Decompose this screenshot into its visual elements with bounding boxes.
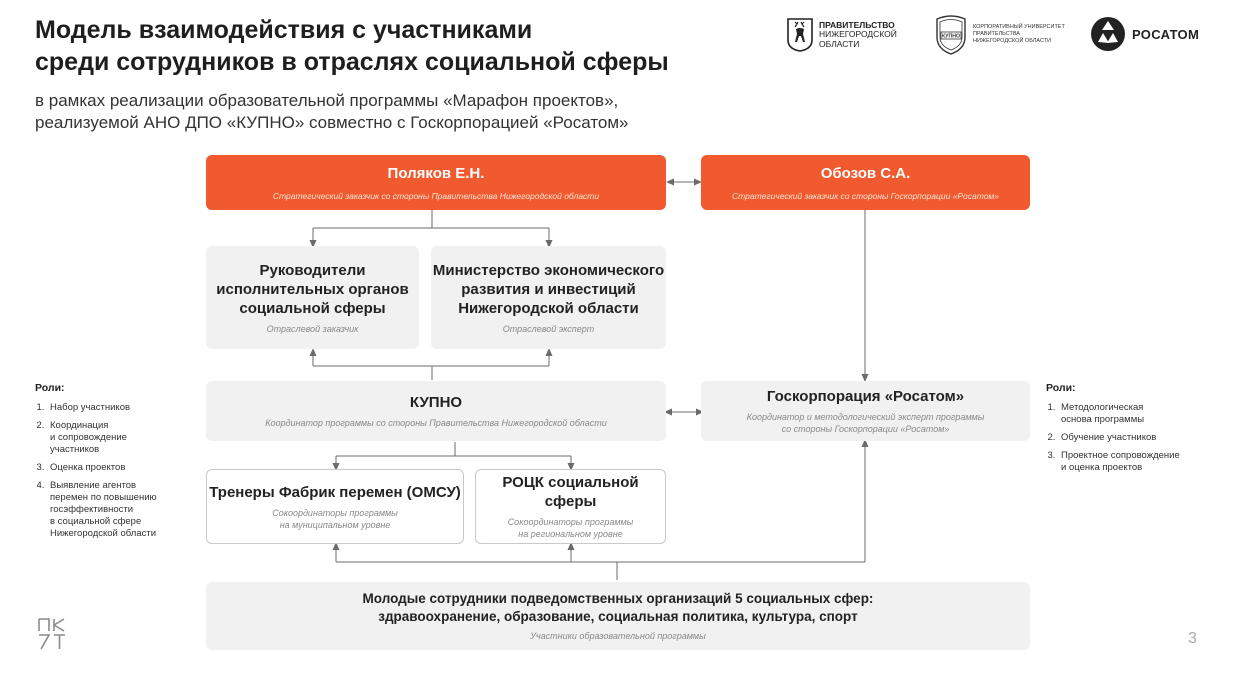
node-youth-role: Участники образовательной программы <box>530 631 706 641</box>
page-subtitle-line-1: в рамках реализации образовательной прог… <box>35 91 619 110</box>
node-trainers: Тренеры Фабрик перемен (ОМСУ) Сокоордина… <box>206 469 464 544</box>
roles-left-list: Набор участников Координация и сопровожд… <box>35 402 200 540</box>
roles-left-item: Оценка проектов <box>47 462 200 474</box>
page-number: 3 <box>1188 630 1197 647</box>
roles-right-item-line: Методологическая <box>1061 402 1144 413</box>
kupno-logo-line-3: НИЖЕГОРОДСКОЙ ОБЛАСТИ <box>973 37 1052 44</box>
deer-emblem-icon <box>787 18 813 52</box>
government-logo-line-2: НИЖЕГОРОДСКОЙ <box>819 29 897 40</box>
kupno-logo-line-2: ПРАВИТЕЛЬСТВА <box>973 30 1020 37</box>
roles-left-item: Выявление агентов перемен по повышению г… <box>47 480 200 540</box>
node-rotsk-role-line-1: Сокоординаторы программы <box>507 517 634 527</box>
page-title-line-1: Модель взаимодействия с участниками <box>35 16 533 44</box>
node-rosatom-role-line-2: со стороны Госкорпорации «Росатом» <box>781 424 950 434</box>
shield-emblem-icon: КУПНО <box>936 15 966 55</box>
node-ministry-name: Министерство экономического развития и и… <box>433 261 664 318</box>
government-logo: ПРАВИТЕЛЬСТВО НИЖЕГОРОДСКОЙ ОБЛАСТИ <box>787 16 897 54</box>
node-polyakov: Поляков Е.Н. Стратегический заказчик со … <box>206 155 666 210</box>
corner-logo-icon <box>38 618 65 650</box>
roles-left-item: Координация и сопровождение участников <box>47 420 200 456</box>
government-logo-line-1: ПРАВИТЕЛЬСТВО <box>819 19 895 30</box>
node-obozov: Обозов С.А. Стратегический заказчик со с… <box>701 155 1030 210</box>
roles-left-item-line: Нижегородской области <box>50 528 157 539</box>
roles-right-item-line: основа программы <box>1061 414 1145 425</box>
roles-right-header: Роли: <box>1046 382 1076 394</box>
kupno-logo-line-1: КОРПОРАТИВНЫЙ УНИВЕРСИТЕТ <box>973 23 1065 30</box>
roles-left-item-line: Оценка проектов <box>50 462 126 473</box>
roles-right-item-line: и оценка проектов <box>1061 462 1143 473</box>
node-trainers-name: Тренеры Фабрик перемен (ОМСУ) <box>209 483 461 501</box>
node-rosatom-role-line-1: Координатор и методологический эксперт п… <box>746 412 985 422</box>
node-youth-line-2: здравоохранение, образование, социальная… <box>378 609 858 624</box>
node-rosatom-role: Координатор и методологический эксперт п… <box>747 411 985 435</box>
node-rotsk-role: Сокоординаторы программы на региональном… <box>508 516 634 540</box>
node-rotsk-name: РОЦК социальной сферы <box>502 474 639 510</box>
node-rotsk-role-line-2: на региональном уровне <box>518 529 623 539</box>
page-title-line-2: среди сотрудников в отраслях социальной … <box>35 48 669 76</box>
page-subtitle: в рамках реализации образовательной прог… <box>35 90 629 134</box>
node-youth-line-1: Молодые сотрудники подведомственных орга… <box>362 591 874 606</box>
roles-left-item-line: перемен по повышению <box>50 492 157 503</box>
node-kupno-role: Координатор программы со стороны Правите… <box>265 418 607 428</box>
roles-left: Роли: Набор участников Координация и соп… <box>35 382 200 546</box>
roles-right-item: Методологическая основа программы <box>1058 402 1226 426</box>
node-obozov-name: Обозов С.А. <box>820 164 911 182</box>
node-polyakov-role: Стратегический заказчик со стороны Прави… <box>272 190 600 201</box>
page-subtitle-line-2: реализуемой АНО ДПО «КУПНО» совместно с … <box>35 113 629 132</box>
roles-left-item-line: Выявление агентов <box>50 480 137 491</box>
node-youth: Молодые сотрудники подведомственных орга… <box>206 582 1030 650</box>
roles-right-item-line: Проектное сопровождение <box>1061 450 1180 461</box>
roles-left-item-line: и сопровождение <box>50 432 127 443</box>
roles-left-item-line: госэффективности <box>50 504 134 515</box>
node-heads-line-2: исполнительных органов <box>216 280 409 298</box>
roles-left-item-line: в социальной сфере <box>50 516 142 527</box>
roles-right: Роли: Методологическая основа программы … <box>1046 382 1226 480</box>
roles-left-item-line: Набор участников <box>50 402 131 413</box>
roles-left-item-line: Координация <box>50 420 109 431</box>
kupno-badge-text: КУПНО <box>942 34 960 40</box>
node-obozov-role: Стратегический заказчик со стороны Госко… <box>732 190 999 201</box>
node-kupno: КУПНО Координатор программы со стороны П… <box>206 381 666 441</box>
node-ministry: Министерство экономического развития и и… <box>431 246 666 349</box>
node-heads-line-3: социальной сферы <box>239 299 386 317</box>
node-heads-role: Отраслевой заказчик <box>266 323 359 334</box>
page-title: Модель взаимодействия с участниками сред… <box>35 14 669 78</box>
node-rosatom: Госкорпорация «Росатом» Координатор и ме… <box>701 381 1030 441</box>
kupno-logo: КУПНО КОРПОРАТИВНЫЙ УНИВЕРСИТЕТ ПРАВИТЕЛ… <box>935 12 1065 56</box>
rosatom-atom-icon <box>1091 17 1125 51</box>
node-trainers-role-line-1: Сокоординаторы программы <box>272 507 398 518</box>
roles-right-item-line: Обучение участников <box>1061 432 1157 443</box>
node-heads: Руководители исполнительных органов соци… <box>206 246 419 349</box>
node-polyakov-name: Поляков Е.Н. <box>387 164 485 182</box>
node-trainers-role: Сокоординаторы программы на муниципально… <box>272 507 398 531</box>
node-ministry-line-2: развития и инвестиций <box>461 280 636 298</box>
roles-left-item: Набор участников <box>47 402 200 414</box>
rosatom-logo-text: РОСАТОМ <box>1132 26 1200 42</box>
node-rotsk: РОЦК социальной сферы Сокоординаторы про… <box>475 469 666 544</box>
roles-right-list: Методологическая основа программы Обучен… <box>1046 402 1226 474</box>
roles-right-item: Обучение участников <box>1058 432 1226 444</box>
node-heads-name: Руководители исполнительных органов соци… <box>216 261 408 318</box>
node-ministry-role: Отраслевой эксперт <box>502 323 595 334</box>
node-youth-name: Молодые сотрудники подведомственных орга… <box>363 590 874 626</box>
node-ministry-line-1: Министерство экономического <box>432 261 665 279</box>
node-kupno-name: КУПНО <box>409 394 463 411</box>
node-ministry-line-3: Нижегородской области <box>458 299 639 317</box>
node-rosatom-name: Госкорпорация «Росатом» <box>766 388 965 405</box>
node-heads-line-1: Руководители <box>259 261 366 279</box>
rosatom-logo: РОСАТОМ <box>1090 16 1199 52</box>
roles-left-item-line: участников <box>50 444 100 455</box>
roles-right-item: Проектное сопровождение и оценка проекто… <box>1058 450 1226 474</box>
roles-left-header: Роли: <box>35 382 65 394</box>
government-logo-line-3: ОБЛАСТИ <box>819 38 860 49</box>
node-trainers-role-line-2: на муниципальном уровне <box>279 519 391 530</box>
